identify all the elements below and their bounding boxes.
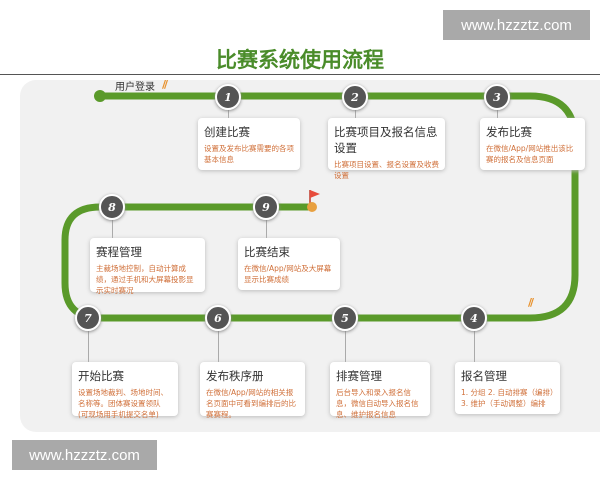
- step-card-3: 发布比赛在微信/App/网站推出该比赛的报名及信息页面: [480, 118, 585, 170]
- step-number-5: 5: [332, 305, 358, 331]
- step-description: 在微信/App/网站的相关报名页面中可看到编排后的比赛赛程。: [206, 388, 296, 419]
- connector: [88, 330, 89, 362]
- connector: [497, 109, 498, 118]
- step-number-9: 9: [253, 194, 279, 220]
- step-description: 主裁场地控制，自动计算成绩，通过手机和大屏幕投影显示实时赛况: [96, 264, 194, 295]
- step-number-7: 7: [75, 305, 101, 331]
- finish-flag-icon: [307, 190, 320, 212]
- step-title: 赛程管理: [96, 245, 142, 259]
- step-card-7: 开始比赛设置场地裁判、场地时间、名称等。团体赛设置领队 (可现场用手机提交名单): [72, 362, 178, 419]
- step-number-6: 6: [205, 305, 231, 331]
- step-number-1: 1: [215, 84, 241, 110]
- connector: [228, 109, 229, 118]
- step-description: 在微信/App/网站及大屏幕显示比赛成绩: [244, 264, 332, 284]
- step-title: 比赛结束: [244, 245, 290, 259]
- connector: [474, 330, 475, 362]
- step-card-6: 发布秩序册在微信/App/网站的相关报名页面中可看到编排后的比赛赛程。: [200, 362, 305, 419]
- step-number-2: 2: [342, 84, 368, 110]
- arrow-marks: //: [528, 296, 534, 309]
- step-description: 设置场地裁判、场地时间、名称等。团体赛设置领队 (可现场用手机提交名单): [78, 388, 168, 419]
- connector: [345, 330, 346, 362]
- step-number-4: 4: [461, 305, 487, 331]
- step-title: 创建比赛: [204, 125, 250, 139]
- connector: [355, 109, 356, 118]
- step-description: 1. 分组 2. 自动排赛（编排）3. 维护（手动调整）编排: [461, 388, 554, 408]
- step-number-8: 8: [99, 194, 125, 220]
- step-card-9: 比赛结束在微信/App/网站及大屏幕显示比赛成绩: [238, 238, 340, 290]
- track-path: [61, 92, 579, 322]
- step-title: 报名管理: [461, 369, 507, 383]
- step-card-5: 排赛管理后台导入和录入报名信息，微信自动导入报名信息、维护报名信息: [330, 362, 430, 419]
- connector: [266, 219, 267, 238]
- step-title: 比赛项目及报名信息设置: [334, 125, 438, 155]
- step-number-3: 3: [484, 84, 510, 110]
- start-dot: [94, 90, 106, 102]
- step-title: 开始比赛: [78, 369, 124, 383]
- step-card-2: 比赛项目及报名信息设置比赛项目设置、报名设置及收费设置: [328, 118, 445, 180]
- title-divider: [0, 74, 600, 75]
- watermark-bottom: www.hzzztz.com: [12, 440, 157, 470]
- arrow-marks: //: [162, 78, 168, 91]
- step-title: 发布秩序册: [206, 369, 264, 383]
- connector: [112, 219, 113, 238]
- step-description: 后台导入和录入报名信息，微信自动导入报名信息、维护报名信息: [336, 388, 419, 419]
- step-card-4: 报名管理 1. 分组 2. 自动排赛（编排）3. 维护（手动调整）编排: [455, 362, 560, 414]
- watermark-top: www.hzzztz.com: [443, 10, 590, 40]
- step-title: 发布比赛: [486, 125, 532, 139]
- connector: [218, 330, 219, 362]
- step-description: 在微信/App/网站推出该比赛的报名及信息页面: [486, 144, 574, 164]
- step-description: 设置及发布比赛需要的各项基本信息: [204, 144, 294, 164]
- page-title: 比赛系统使用流程: [216, 48, 384, 72]
- start-label: 用户登录: [115, 82, 155, 93]
- step-card-1: 创建比赛设置及发布比赛需要的各项基本信息: [198, 118, 300, 170]
- step-description: 比赛项目设置、报名设置及收费设置: [334, 160, 439, 180]
- step-title: 排赛管理: [336, 369, 382, 383]
- step-card-8: 赛程管理主裁场地控制，自动计算成绩，通过手机和大屏幕投影显示实时赛况: [90, 238, 205, 295]
